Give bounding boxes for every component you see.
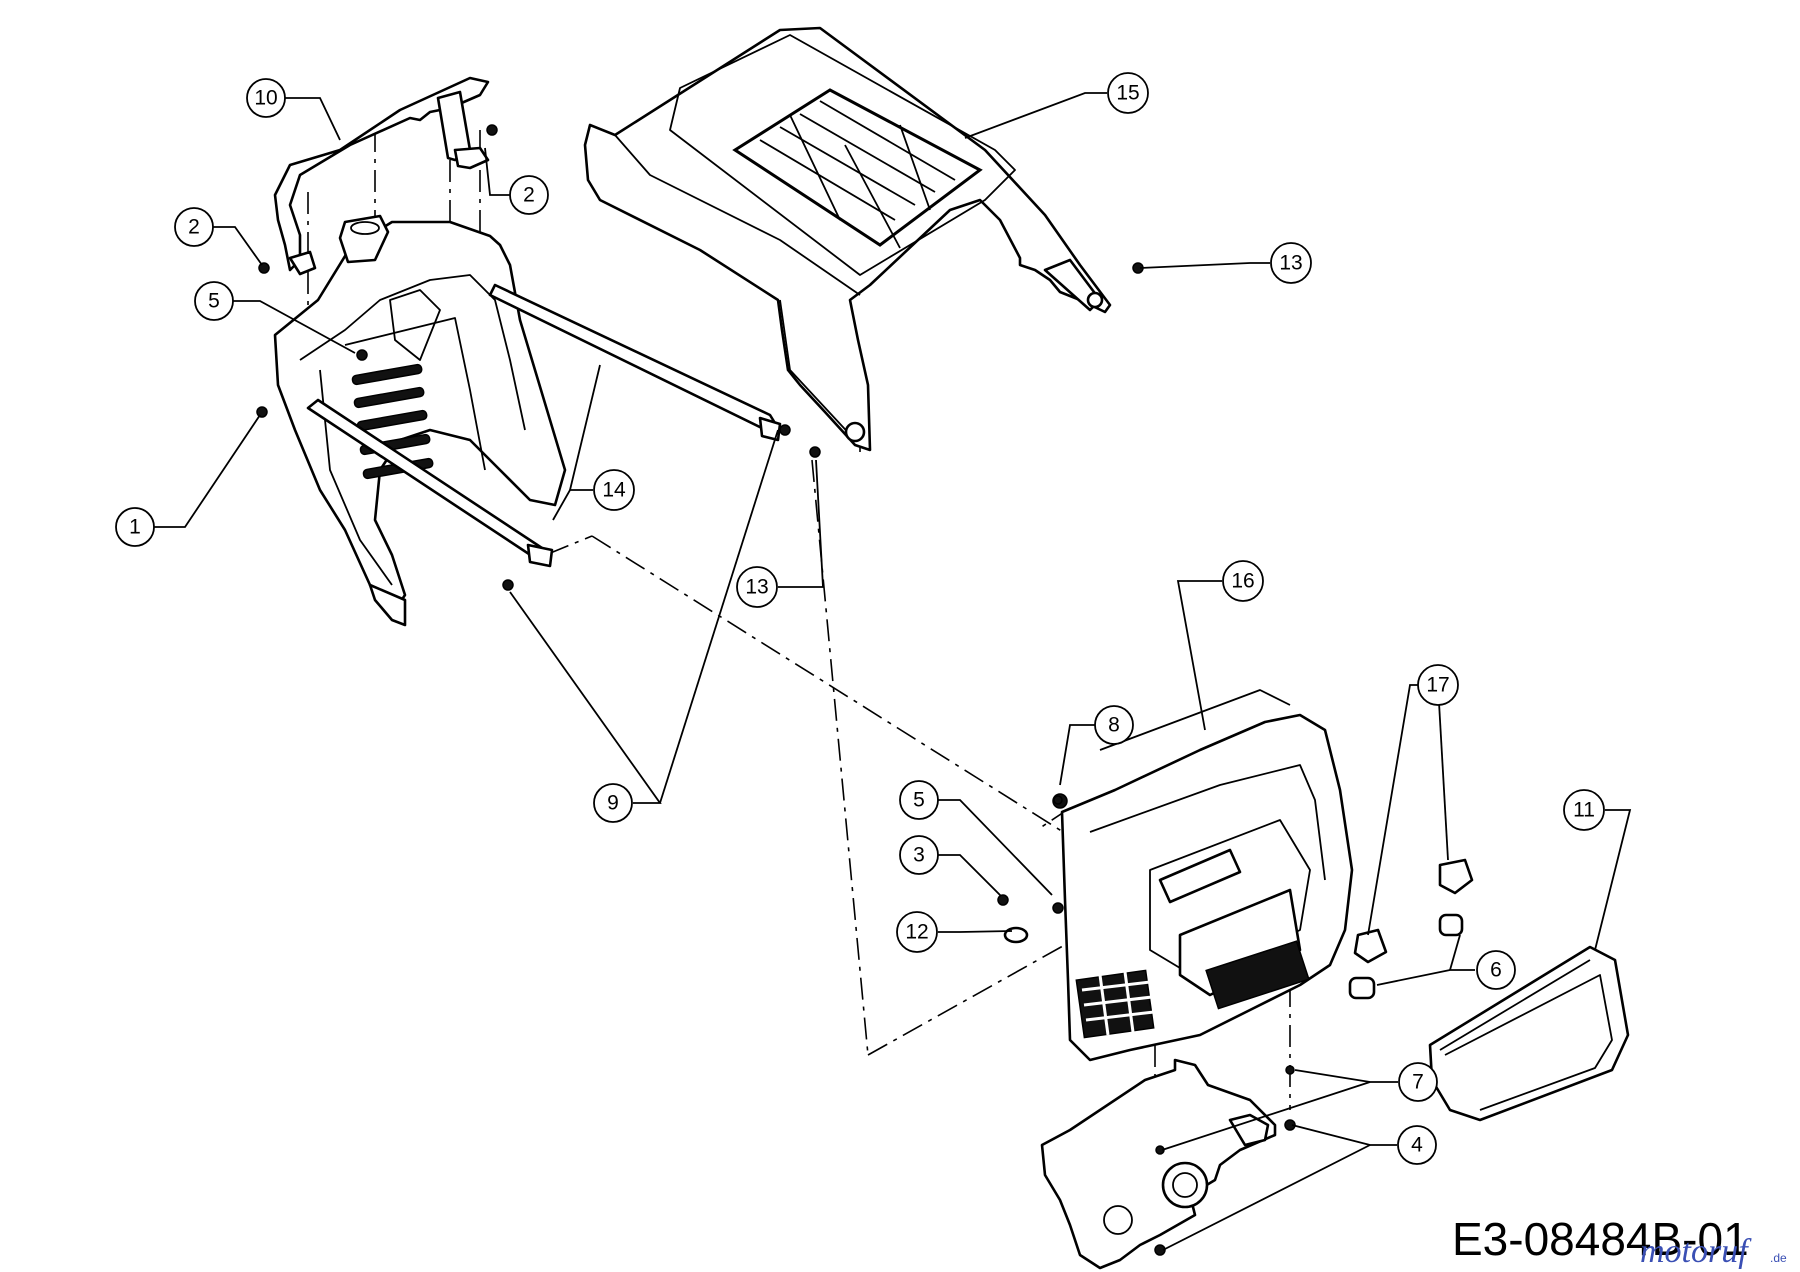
svg-text:7: 7: [1412, 1071, 1424, 1094]
callout-13-bottom: 13: [736, 566, 778, 608]
leader-lines: [154, 92, 1632, 1251]
callout-17: 17: [1417, 664, 1459, 706]
svg-text:11: 11: [1573, 799, 1595, 822]
nose-cone: [1052, 689, 1354, 1062]
headlight-lens: [1428, 945, 1630, 1122]
svg-text:5: 5: [913, 789, 925, 812]
callout-11: 11: [1563, 789, 1605, 831]
drawing-code: E3-08484B-01: [1452, 1213, 1749, 1265]
svg-text:3: 3: [913, 844, 925, 867]
svg-text:5: 5: [208, 290, 220, 313]
hood-grille-slats: [759, 100, 956, 249]
svg-text:13: 13: [745, 576, 768, 599]
headlight-sockets: [1348, 858, 1474, 1000]
callout-8: 8: [1094, 705, 1134, 745]
mounting-bracket: [1040, 1058, 1277, 1270]
hood: [583, 26, 1112, 452]
svg-text:2: 2: [188, 216, 200, 239]
svg-text:15: 15: [1116, 82, 1139, 105]
callout-14: 14: [593, 469, 635, 511]
dash-panel: [273, 214, 567, 627]
svg-text:8: 8: [1108, 714, 1120, 737]
callout-12: 12: [896, 911, 938, 953]
callout-3: 3: [899, 835, 939, 875]
tie-rods: [306, 283, 782, 568]
callout-13-right: 13: [1270, 242, 1312, 284]
svg-text:14: 14: [602, 479, 626, 502]
support-bracket: [273, 76, 490, 276]
svg-text:12: 12: [905, 921, 928, 944]
callout-1: 1: [115, 507, 155, 547]
callout-6: 6: [1476, 950, 1516, 990]
callout-4: 4: [1397, 1125, 1437, 1165]
callout-5-left: 5: [194, 281, 234, 321]
svg-text:1: 1: [129, 516, 141, 539]
watermark-suffix: .de: [1770, 1251, 1787, 1265]
callout-10: 10: [246, 78, 286, 118]
svg-text:2: 2: [523, 184, 535, 207]
fasteners: [256, 124, 1296, 1256]
svg-text:16: 16: [1231, 570, 1254, 593]
svg-text:9: 9: [607, 792, 619, 815]
svg-text:6: 6: [1490, 959, 1502, 982]
callout-5-right: 5: [899, 780, 939, 820]
svg-text:17: 17: [1426, 674, 1449, 697]
callout-16: 16: [1222, 560, 1264, 602]
svg-text:13: 13: [1279, 252, 1302, 275]
callout-9: 9: [593, 783, 633, 823]
svg-text:4: 4: [1411, 1134, 1423, 1157]
callouts: 10 2 2 5 1 14 15 13: [115, 72, 1605, 1165]
callout-15: 15: [1107, 72, 1149, 114]
callout-2-left: 2: [174, 207, 214, 247]
callout-2-top: 2: [509, 175, 549, 215]
nose-lower-grille: [1075, 940, 1310, 1039]
svg-text:10: 10: [254, 87, 277, 110]
callout-7: 7: [1398, 1062, 1438, 1102]
watermark-brand: motoruf: [1640, 1233, 1752, 1270]
